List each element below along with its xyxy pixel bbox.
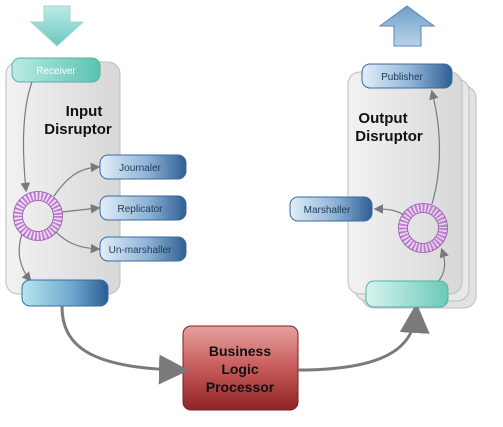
output-disruptor-title-line1: Output [358, 110, 407, 127]
ring-to-marshaller-arrow [373, 204, 405, 216]
ring-to-replicator-arrow [61, 204, 101, 214]
ring-to-slot-arrow [18, 233, 32, 282]
processor-to-output-arrow [297, 303, 430, 372]
output-disruptor-panel [347, 71, 477, 309]
ring-to-unmarshaller-arrow [55, 231, 101, 254]
unmarshaller-label: Un-marshaller [109, 245, 172, 256]
receiver-label: Receiver [36, 66, 76, 77]
output-ring-buffer [398, 203, 448, 253]
input-disruptor-title-line1: Input [66, 103, 103, 120]
marshaller-box: Marshaller [289, 196, 373, 222]
unmarshaller-box: Un-marshaller [99, 236, 187, 262]
business-logic-processor-box: Business Logic Processor [182, 325, 299, 411]
publisher-box: Publisher [361, 63, 453, 89]
ring-to-journaler-arrow [53, 162, 101, 197]
input-arrow-icon [29, 5, 85, 47]
output-disruptor-title-line2: Disruptor [355, 128, 423, 145]
processor-line1: Business [209, 343, 271, 359]
journaler-box: Journaler [99, 154, 187, 180]
output-arrow-icon [378, 5, 436, 47]
input-to-processor-arrow [60, 305, 189, 385]
output-slot-box [365, 280, 449, 308]
input-disruptor-title-line2: Disruptor [44, 121, 112, 138]
input-ring-buffer [13, 191, 63, 241]
replicator-box: Replicator [99, 195, 187, 221]
processor-line3: Processor [206, 379, 275, 395]
journaler-label: Journaler [119, 163, 161, 174]
receiver-box: Receiver [11, 57, 101, 83]
publisher-label: Publisher [381, 72, 423, 83]
receiver-to-ring-arrow [20, 81, 33, 193]
input-slot-box [21, 279, 109, 307]
marshaller-label: Marshaller [304, 205, 351, 216]
replicator-label: Replicator [117, 204, 163, 215]
processor-line2: Logic [221, 361, 259, 377]
ring-to-publisher-arrow [429, 89, 441, 205]
slot-to-ring-arrow [437, 247, 449, 283]
